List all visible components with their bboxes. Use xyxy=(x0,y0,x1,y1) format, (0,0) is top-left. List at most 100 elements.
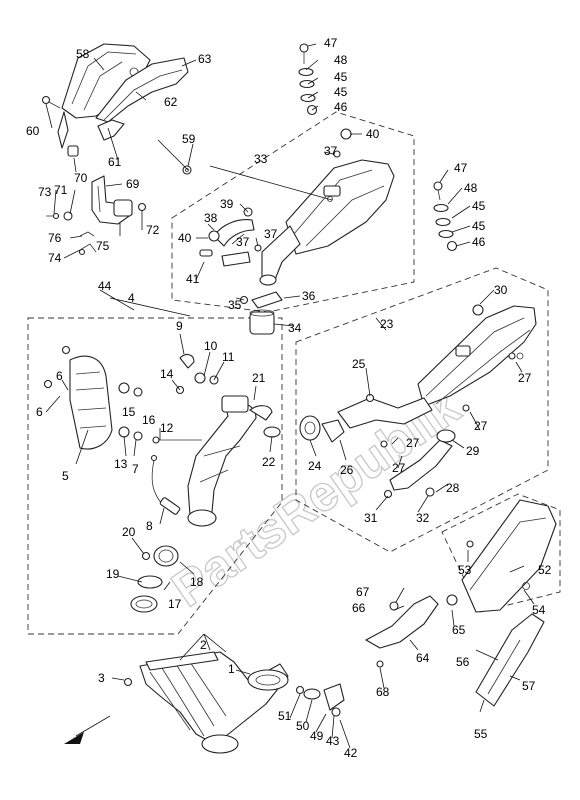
callout-53: 53 xyxy=(458,563,472,577)
callout-73: 73 xyxy=(38,185,52,199)
callout-62: 62 xyxy=(164,95,178,109)
callout-19: 19 xyxy=(106,567,120,581)
callout-5: 5 xyxy=(62,469,69,483)
callout-66: 66 xyxy=(352,601,366,615)
side-cover-52[interactable] xyxy=(461,499,557,613)
gaskets-17-20[interactable] xyxy=(130,545,179,613)
callout-37c: 37 xyxy=(264,227,278,241)
callout-35: 35 xyxy=(228,298,242,312)
callout-47a: 47 xyxy=(324,36,338,50)
washer-59[interactable] xyxy=(182,165,192,175)
pipe-34[interactable] xyxy=(249,309,275,335)
flange-2[interactable] xyxy=(145,651,219,671)
callout-55: 55 xyxy=(474,727,488,741)
hardware-45-48-right[interactable] xyxy=(433,181,458,252)
callout-31: 31 xyxy=(364,511,378,525)
leader-lines xyxy=(45,43,535,749)
damper-70[interactable] xyxy=(67,145,79,157)
exhaust-pipe-1[interactable] xyxy=(139,651,289,754)
callout-6b: 6 xyxy=(36,405,43,419)
callout-74: 74 xyxy=(48,251,62,265)
muffler-33[interactable] xyxy=(259,159,395,286)
callout-48b: 48 xyxy=(464,181,478,195)
grommets-13-16[interactable] xyxy=(118,382,143,441)
callout-38: 38 xyxy=(204,211,218,225)
callout-61: 61 xyxy=(108,155,122,169)
clamp-parts-9-11[interactable] xyxy=(175,353,219,395)
connector-24-26[interactable] xyxy=(299,393,375,443)
callout-58: 58 xyxy=(76,47,90,61)
callout-21: 21 xyxy=(252,371,266,385)
callout-36: 36 xyxy=(302,289,316,303)
callout-14: 14 xyxy=(160,367,174,381)
callout-23: 23 xyxy=(380,317,394,331)
sensor-8[interactable] xyxy=(150,454,181,516)
callout-34: 34 xyxy=(288,321,302,335)
small-parts-71-76[interactable] xyxy=(46,202,147,256)
clamp-29-27[interactable] xyxy=(380,352,516,448)
callout-11: 11 xyxy=(222,350,235,364)
bolt-3[interactable] xyxy=(123,677,133,687)
callout-48a: 48 xyxy=(334,53,348,67)
callout-41: 41 xyxy=(186,272,200,286)
callout-45b: 45 xyxy=(334,85,348,99)
callout-52: 52 xyxy=(538,563,552,577)
callout-51: 51 xyxy=(278,709,292,723)
callout-17: 17 xyxy=(168,597,182,611)
muffler-bracket-37-41[interactable] xyxy=(199,207,262,267)
callout-18: 18 xyxy=(190,575,204,589)
callout-45c: 45 xyxy=(472,199,486,213)
callout-44: 44 xyxy=(98,279,112,293)
callout-45d: 45 xyxy=(472,219,486,233)
callout-20: 20 xyxy=(122,525,136,539)
callout-37a: 37 xyxy=(324,144,338,158)
callout-71: 71 xyxy=(54,183,68,197)
callout-76: 76 xyxy=(48,231,62,245)
callout-70: 70 xyxy=(74,171,88,185)
joint-parts-21-22[interactable] xyxy=(249,405,281,438)
callout-labels: 58 63 62 60 61 59 70 69 73 71 72 76 75 7… xyxy=(26,36,552,760)
callout-13: 13 xyxy=(114,457,128,471)
callout-10: 10 xyxy=(204,339,218,353)
heat-shield-5[interactable] xyxy=(43,345,113,450)
cover-57[interactable] xyxy=(475,613,545,707)
bracket-61[interactable] xyxy=(97,119,125,141)
callout-30: 30 xyxy=(494,283,508,297)
catalyzer-pipe[interactable] xyxy=(187,395,257,527)
callout-24: 24 xyxy=(308,459,322,473)
bracket-28[interactable] xyxy=(383,439,453,499)
callout-6a: 6 xyxy=(56,369,63,383)
callout-56: 56 xyxy=(456,655,470,669)
bolt-12[interactable] xyxy=(152,436,202,444)
sensor-bracket-75[interactable] xyxy=(91,175,133,225)
callout-3: 3 xyxy=(98,671,105,685)
callout-27b: 27 xyxy=(474,419,488,433)
front-arrow-icon xyxy=(64,732,84,744)
callout-65: 65 xyxy=(452,623,466,637)
callout-9: 9 xyxy=(176,319,183,333)
muffler-23[interactable] xyxy=(337,304,537,429)
callout-45a: 45 xyxy=(334,70,348,84)
callout-46b: 46 xyxy=(472,235,486,249)
callout-28: 28 xyxy=(446,481,460,495)
callout-64: 64 xyxy=(416,651,430,665)
callout-68: 68 xyxy=(376,685,390,699)
callout-4: 4 xyxy=(128,291,135,305)
bolt-60[interactable] xyxy=(41,95,61,109)
callout-40b: 40 xyxy=(178,231,192,245)
callout-1: 1 xyxy=(228,662,235,676)
mount-parts-42-51[interactable] xyxy=(295,683,345,717)
callout-40a: 40 xyxy=(366,127,380,141)
bracket-64[interactable] xyxy=(365,594,458,668)
callout-39: 39 xyxy=(220,197,234,211)
callout-12: 12 xyxy=(160,421,174,435)
callout-50: 50 xyxy=(296,719,310,733)
callout-33: 33 xyxy=(254,152,268,166)
clamp-36[interactable] xyxy=(239,291,283,309)
cover-62[interactable] xyxy=(95,57,189,123)
callout-47b: 47 xyxy=(454,161,468,175)
callout-25: 25 xyxy=(352,357,366,371)
callout-27c: 27 xyxy=(406,436,420,450)
callout-43: 43 xyxy=(326,734,340,748)
